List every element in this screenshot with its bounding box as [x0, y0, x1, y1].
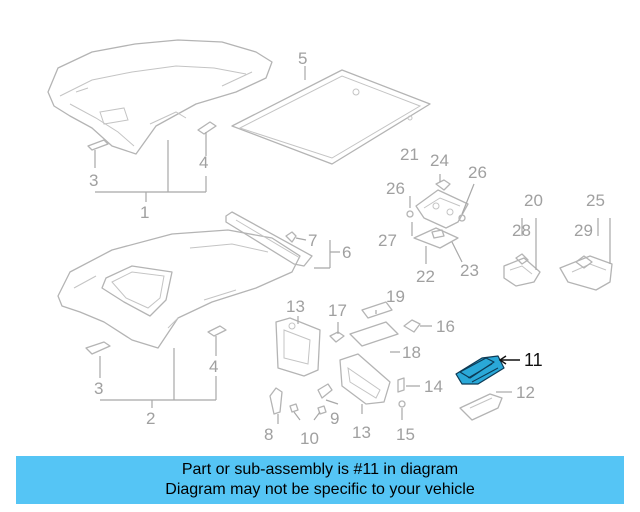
console-bulb — [431, 229, 445, 239]
callout-22: 22 — [416, 267, 435, 286]
vanity-mirror — [349, 321, 399, 347]
roof-panel — [231, 69, 431, 165]
overhead-console — [415, 189, 469, 229]
callout-23: 23 — [460, 261, 479, 280]
sun-visor-upper — [275, 317, 321, 377]
callout-27: 27 — [378, 231, 397, 250]
callout-12: 12 — [516, 383, 535, 402]
callout-3-upper: 3 — [89, 171, 98, 190]
visor-clip-14 — [397, 377, 405, 393]
callout-2: 2 — [146, 409, 155, 428]
callout-9: 9 — [330, 409, 339, 428]
handle-cap-9 — [317, 383, 333, 399]
callout-24: 24 — [430, 151, 449, 170]
grab-handle — [269, 387, 283, 415]
roof-rail-trim — [225, 211, 313, 267]
visor-holder — [329, 331, 345, 343]
callout-3-lower: 3 — [94, 379, 103, 398]
callout-4-lower: 4 — [209, 357, 218, 376]
leader-lines — [94, 66, 611, 424]
grab-handle-cap-lower — [207, 325, 227, 337]
callout-5: 5 — [298, 49, 307, 68]
callout-15: 15 — [396, 425, 415, 444]
callout-1: 1 — [140, 203, 149, 222]
callout-20: 20 — [524, 191, 543, 210]
parts-diagram: 3 4 1 5 21 24 26 26 20 25 28 29 27 7 6 2… — [47, 39, 613, 448]
callout-13-lower: 13 — [352, 423, 371, 442]
callout-26-right: 26 — [468, 163, 487, 182]
callout-17: 17 — [328, 301, 347, 320]
console-screw-right — [458, 214, 466, 222]
sun-visor-lower — [339, 353, 391, 405]
bracket-12 — [459, 393, 503, 421]
callout-29: 29 — [574, 221, 593, 240]
mirror-cover — [361, 301, 393, 319]
callout-labels: 3 4 1 5 21 24 26 26 20 25 28 29 27 7 6 2… — [89, 49, 605, 448]
callout-14: 14 — [424, 377, 443, 396]
callout-10: 10 — [300, 429, 319, 448]
handle-screw-a — [289, 403, 299, 413]
sunvisor-clip-lower — [85, 341, 111, 355]
console-screw-left — [406, 210, 414, 218]
console-knob — [435, 179, 451, 191]
callout-4-upper: 4 — [199, 153, 208, 172]
callout-11-arrow — [498, 355, 507, 365]
hook-16 — [403, 319, 421, 333]
callout-19: 19 — [386, 287, 405, 306]
callout-26-left: 26 — [386, 179, 405, 198]
lamp-bulb-28 — [515, 253, 529, 265]
console-bracket — [413, 227, 459, 249]
callout-16: 16 — [436, 317, 455, 336]
callout-6: 6 — [342, 243, 351, 262]
banner-line-part: Part or sub-assembly is #11 in diagram — [181, 461, 459, 478]
highlighted-part-11 — [455, 355, 505, 385]
callout-25: 25 — [586, 191, 605, 210]
callout-18: 18 — [402, 343, 421, 362]
info-banner: Part or sub-assembly is #11 in diagram D… — [16, 456, 624, 504]
callout-8: 8 — [264, 425, 273, 444]
callout-11: 11 — [524, 350, 543, 370]
headliner-upper — [47, 39, 273, 155]
lamp-bulb-29 — [575, 255, 593, 269]
callout-21: 21 — [400, 145, 419, 164]
headliner-lower — [57, 229, 301, 349]
screw-15 — [398, 400, 406, 408]
grab-handle-cap-upper — [197, 121, 217, 135]
map-light-housing-25 — [559, 255, 613, 291]
banner-line-disclaimer: Diagram may not be specific to your vehi… — [165, 481, 475, 498]
callout-28: 28 — [512, 221, 531, 240]
map-light-housing-20 — [503, 257, 541, 287]
sunvisor-clip-upper — [87, 139, 109, 151]
callout-13-upper: 13 — [286, 297, 305, 316]
callout-7: 7 — [308, 231, 317, 250]
trim-clip — [285, 231, 297, 243]
